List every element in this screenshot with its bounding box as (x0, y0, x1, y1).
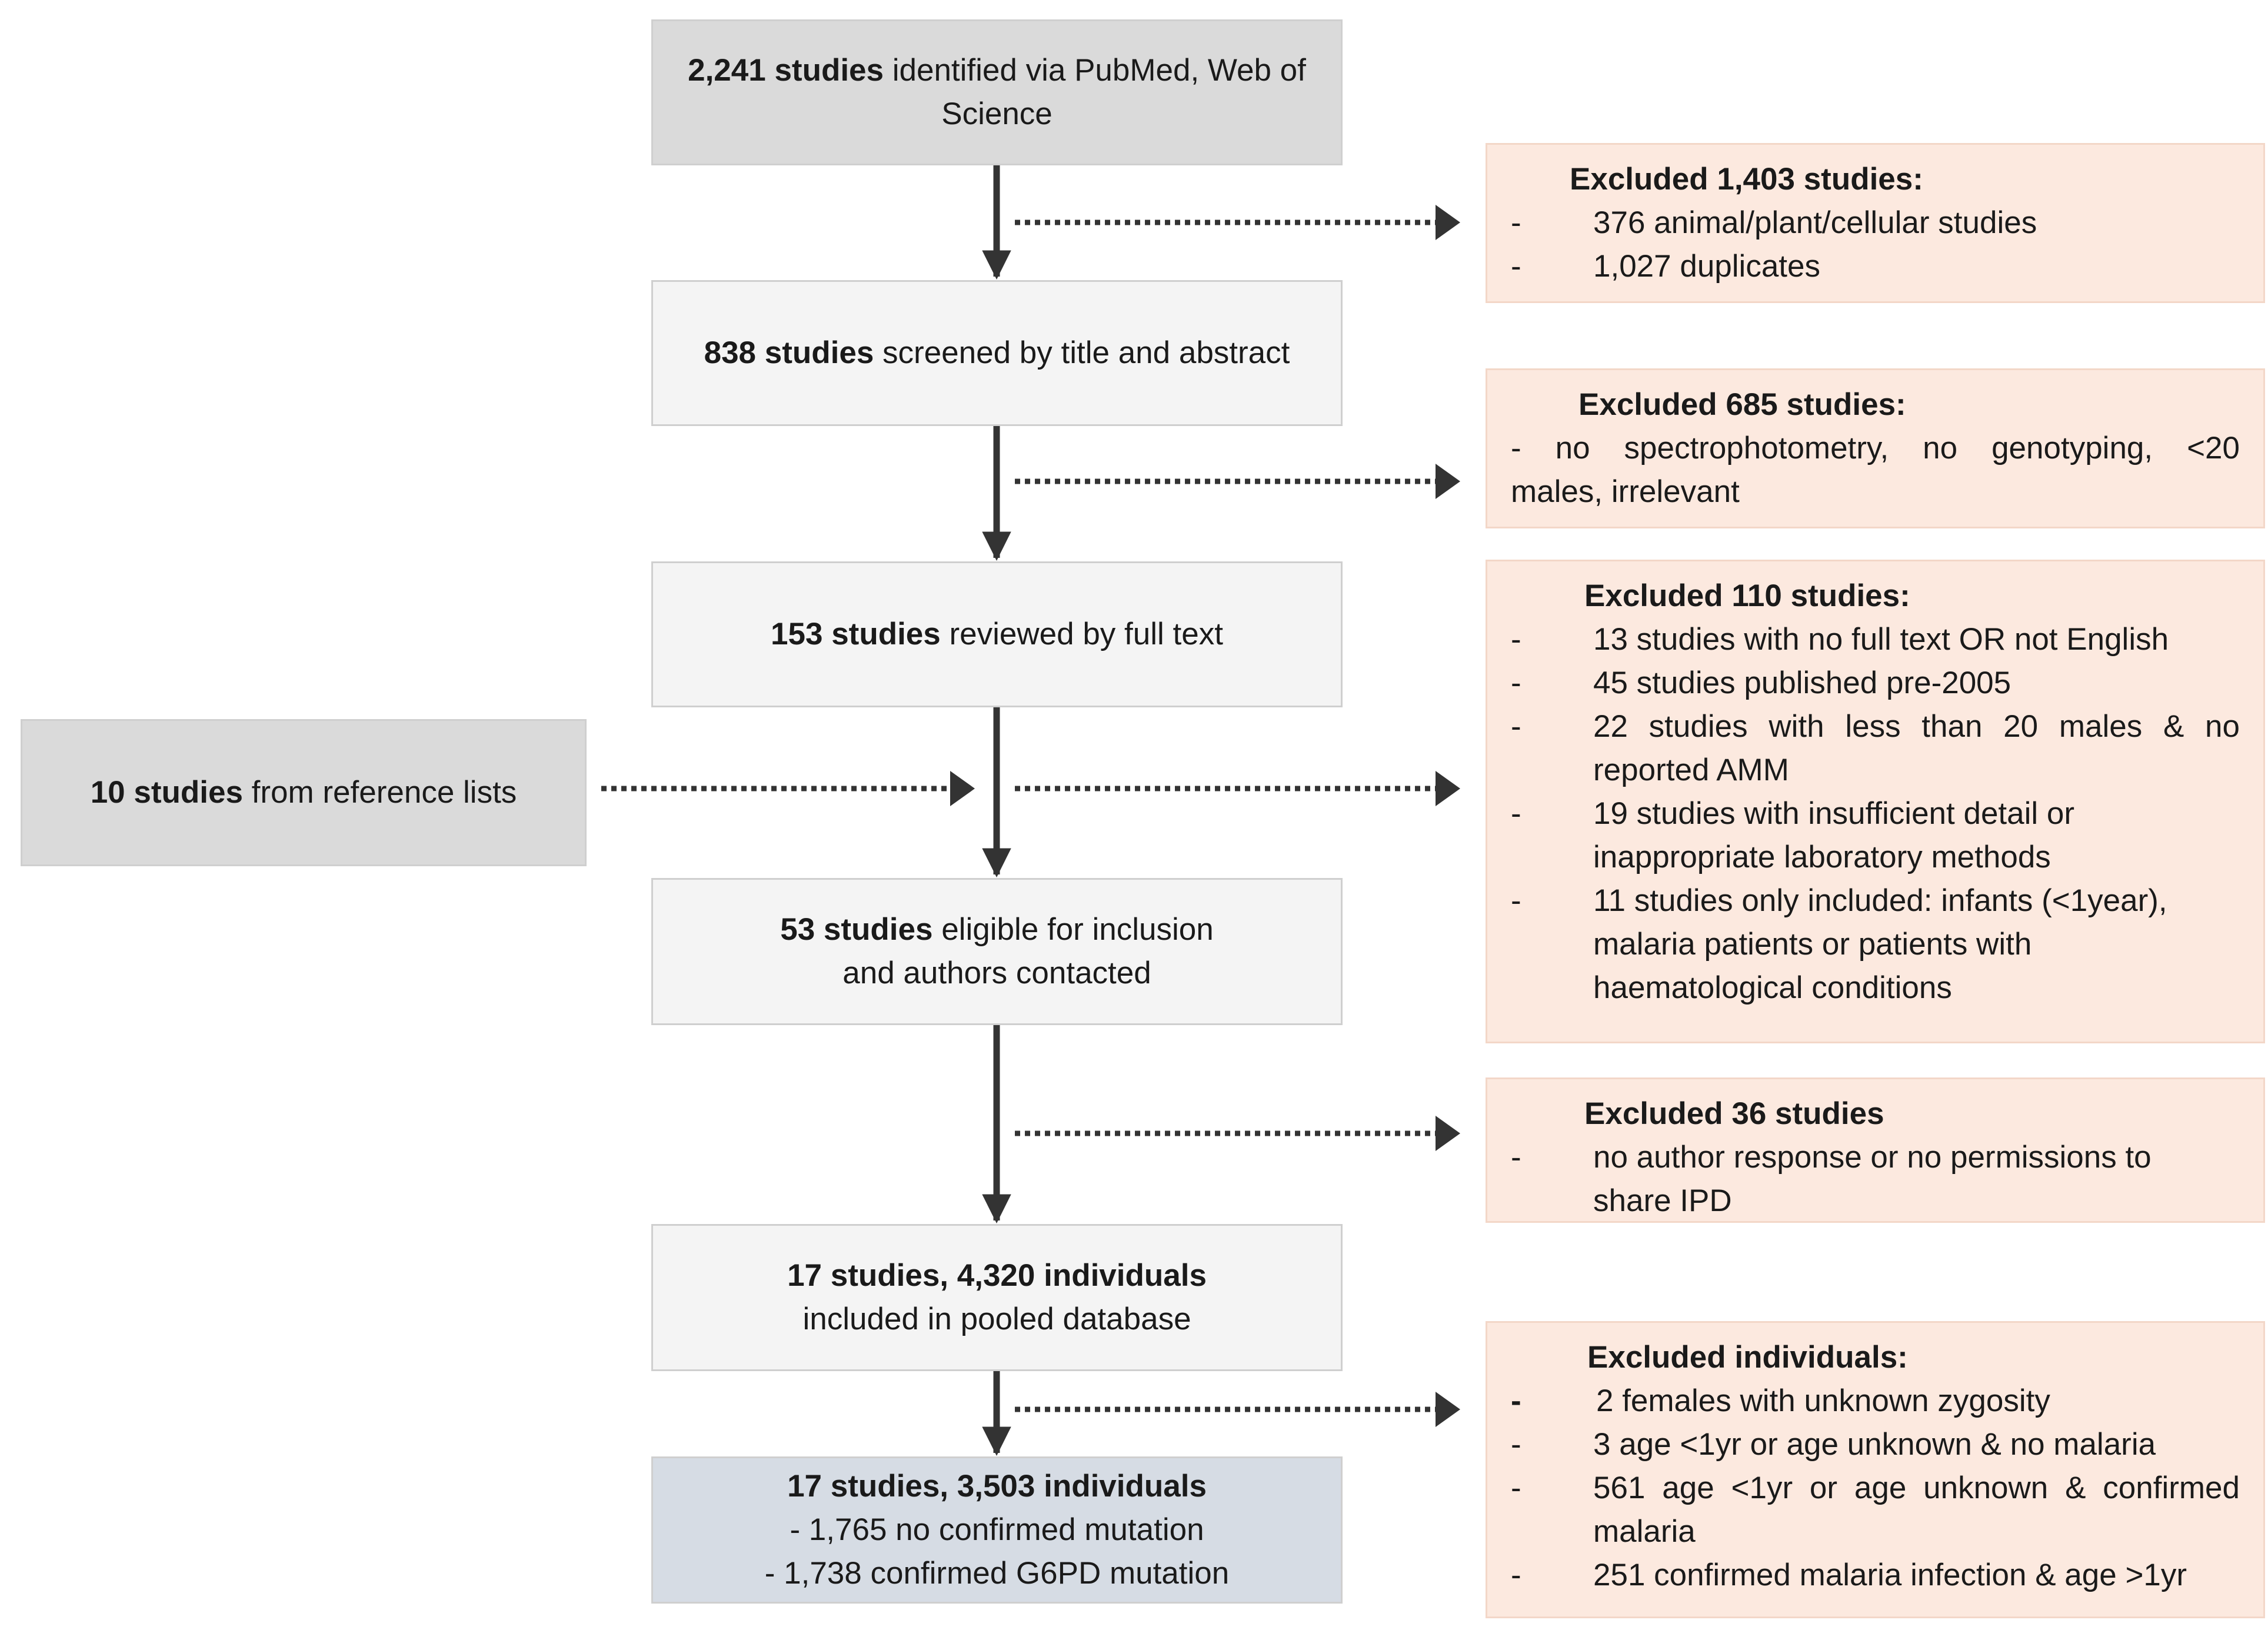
exclusion-item-cont: reported AMM (1593, 753, 1789, 787)
exclusion-box-1: Excluded 1,403 studies: -376 animal/plan… (1486, 143, 2265, 303)
eligible-count: 53 studies (780, 912, 933, 947)
included-text: included in pooled database (802, 1302, 1191, 1336)
exclusion-item: -11 studies only included: infants (<1ye… (1511, 883, 2167, 918)
references-box: 10 studies from reference lists (21, 719, 587, 866)
reviewed-box: 153 studies reviewed by full text (651, 561, 1343, 707)
exclusion-text-line1: - no spectrophotometry, no genotyping, <… (1511, 431, 2240, 465)
exclusion-title-3: Excluded 110 studies: (1584, 578, 1910, 613)
exclusion-title-5: Excluded individuals: (1587, 1340, 1908, 1375)
identified-text: identified via PubMed, Web of Science (884, 53, 1306, 131)
exclusion-arrowhead-1 (1436, 205, 1460, 240)
final-box: 17 studies, 3,503 individuals - 1,765 no… (651, 1456, 1343, 1604)
screened-box: 838 studies screened by title and abstra… (651, 280, 1343, 426)
exclusion-arrowhead-2 (1436, 464, 1460, 499)
exclusion-box-5: Excluded individuals: -2 females with un… (1486, 1321, 2265, 1618)
exclusion-item: -251 confirmed malaria infection & age >… (1511, 1558, 2187, 1592)
exclusion-arrowhead-5 (1436, 1392, 1460, 1427)
exclusion-item-cont: inappropriate laboratory methods (1593, 840, 2051, 874)
reviewed-text: reviewed by full text (940, 617, 1223, 651)
exclusion-arrowhead-3 (1436, 771, 1460, 806)
exclusion-title-2: Excluded 685 studies: (1578, 387, 1906, 422)
screened-count: 838 studies (704, 335, 874, 370)
exclusion-item: -561 age <1yr or age unknown & confirmed (1511, 1471, 2240, 1505)
final-confirmed-mutation: - 1,738 confirmed G6PD mutation (764, 1556, 1230, 1591)
exclusion-text-line2: males, irrelevant (1511, 474, 1740, 509)
exclusion-item: -19 studies with insufficient detail or (1511, 796, 2075, 831)
screened-text: screened by title and abstract (874, 335, 1290, 370)
exclusion-item: -376 animal/plant/cellular studies (1511, 205, 2037, 240)
reviewed-count: 153 studies (771, 617, 941, 651)
exclusion-item: -13 studies with no full text OR not Eng… (1511, 622, 2169, 657)
included-count: 17 studies, 4,320 individuals (787, 1258, 1207, 1293)
exclusion-item-cont: haematological conditions (1593, 970, 1952, 1005)
references-count: 10 studies (90, 775, 243, 810)
exclusion-item: -no author response or no permissions to (1511, 1140, 2152, 1175)
exclusion-item: -3 age <1yr or age unknown & no malaria (1511, 1427, 2156, 1462)
included-box: 17 studies, 4,320 individuals included i… (651, 1224, 1343, 1371)
eligible-text: eligible for inclusion (932, 912, 1214, 947)
exclusion-item: -1,027 duplicates (1511, 249, 1821, 284)
identified-box: 2,241 studies identified via PubMed, Web… (651, 19, 1343, 165)
references-text: from reference lists (242, 775, 517, 810)
final-no-mutation: - 1,765 no confirmed mutation (790, 1512, 1204, 1547)
references-arrowhead (950, 771, 975, 806)
eligible-box: 53 studies eligible for inclusion and au… (651, 878, 1343, 1025)
eligible-text-line2: and authors contacted (842, 956, 1151, 990)
exclusion-item-cont: malaria patients or patients with (1593, 927, 2032, 962)
exclusion-item-cont: malaria (1593, 1514, 1696, 1549)
exclusion-item-cont: share IPD (1593, 1183, 1732, 1218)
final-count: 17 studies, 3,503 individuals (787, 1469, 1207, 1504)
exclusion-item: -45 studies published pre-2005 (1511, 666, 2011, 700)
exclusion-box-4: Excluded 36 studies -no author response … (1486, 1077, 2265, 1223)
exclusion-item: -22 studies with less than 20 males & no (1511, 709, 2240, 744)
exclusion-title-4: Excluded 36 studies (1584, 1096, 1884, 1131)
exclusion-box-2: Excluded 685 studies: - no spectrophotom… (1486, 368, 2265, 528)
identified-count: 2,241 studies (688, 53, 884, 88)
exclusion-title-1: Excluded 1,403 studies: (1570, 162, 1923, 197)
exclusion-item: -2 females with unknown zygosity (1511, 1383, 2050, 1418)
exclusion-box-3: Excluded 110 studies: -13 studies with n… (1486, 560, 2265, 1043)
exclusion-arrowhead-4 (1436, 1116, 1460, 1151)
